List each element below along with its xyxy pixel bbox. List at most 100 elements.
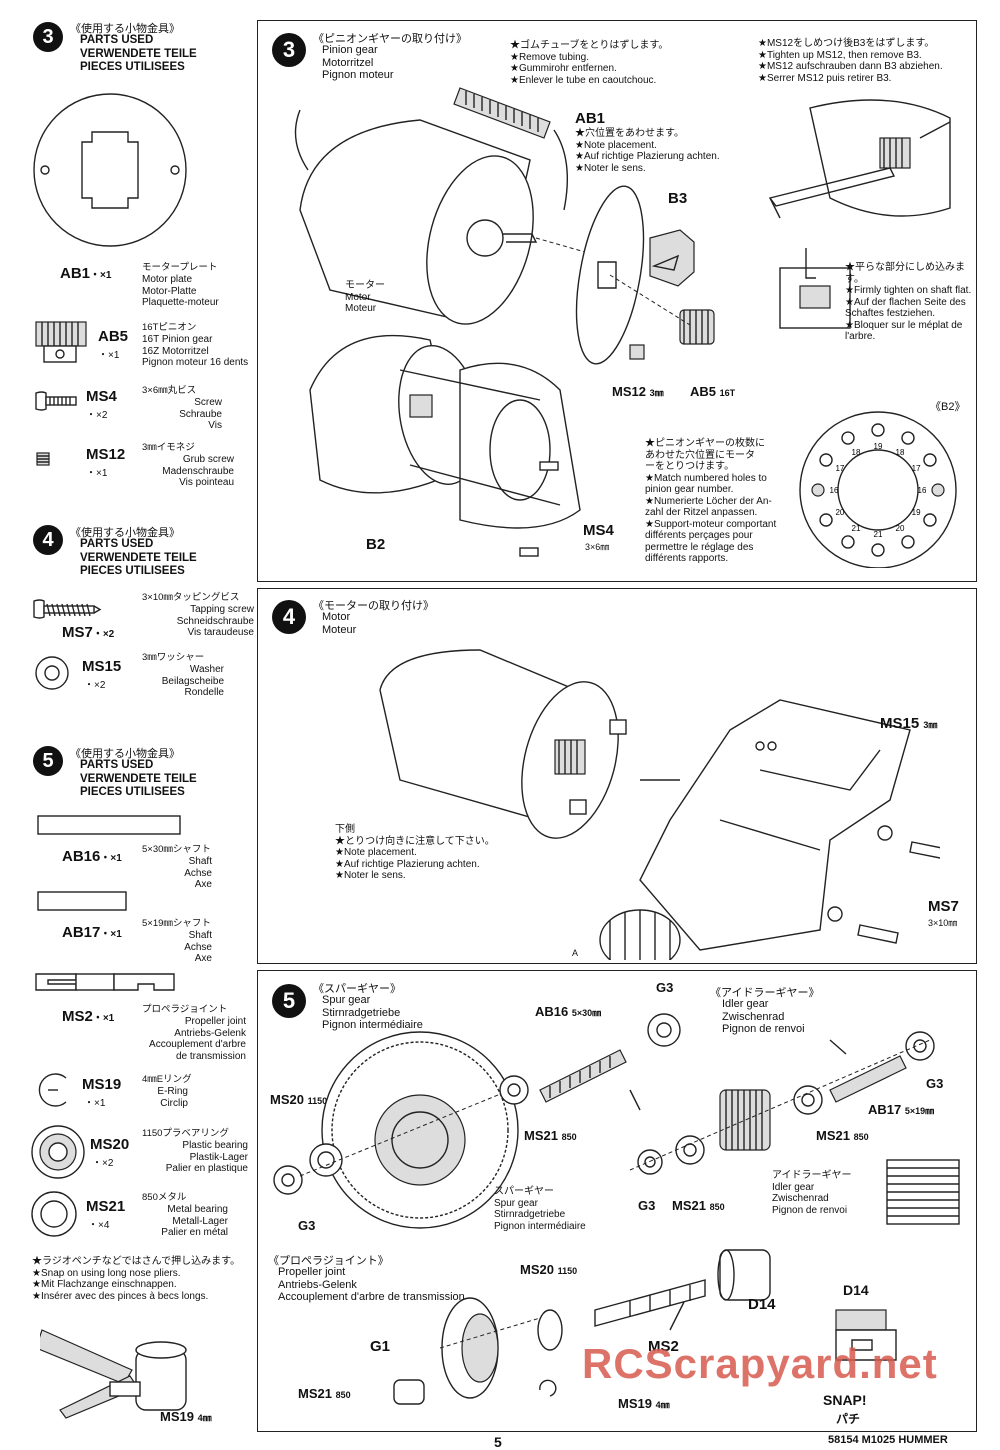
part-code-ms4: MS4 xyxy=(86,388,117,405)
part-jp-ab17: 5×19㎜シャフト xyxy=(142,918,211,929)
part-names-ab5: 16T Pinion gear 16Z Motorritzel Pignon m… xyxy=(142,334,249,368)
d14-detail-label: D14 xyxy=(843,1282,869,1298)
b2-hole-number: 19 xyxy=(874,442,883,451)
b2-hole-number: 20 xyxy=(896,524,905,533)
parts-used-header: PARTS USED VERWENDETE TEILE PIECES UTILI… xyxy=(80,538,197,577)
ab16-label: AB16 5×30㎜ xyxy=(535,1004,602,1019)
part-names-ms21: Metal bearing Metall-Lager Palier en mét… xyxy=(161,1204,228,1238)
spur-idler-illustration xyxy=(273,1013,960,1229)
prop-joint-title: Propeller joint Antriebs-Gelenk Accouple… xyxy=(278,1266,465,1303)
remove-tubing-note: ★ゴムチューブをとりはずします。 ★Remove tubing. ★Gummir… xyxy=(510,40,669,86)
part-code-ms2: MS2・×1 xyxy=(62,1008,115,1025)
idler-gear-center-label: アイドラーギヤー Idler gear Zwischenrad Pignon d… xyxy=(772,1170,852,1216)
part-names-ab16: Shaft Achse Axe xyxy=(184,856,212,890)
part-jp-ab5: 16Tピニオン xyxy=(142,322,197,333)
part-qty-ms19: ・×1 xyxy=(84,1098,106,1109)
b2-hole-number: 16 xyxy=(830,486,839,495)
idler-jp-title: 《アイドラーギヤー》 xyxy=(710,987,820,999)
parts-used-header: PARTS USED VERWENDETE TEILE PIECES UTILI… xyxy=(80,759,197,798)
snap-on-note: ★ラジオペンチなどではさんで押し込みます。 ★Snap on using lon… xyxy=(32,1256,241,1302)
box5-title: Spur gear Stirnradgetriebe Pignon interm… xyxy=(322,994,423,1031)
b2-hole xyxy=(923,513,937,527)
motor-plate-drawing xyxy=(33,93,187,247)
part-jp-ms7: 3×10㎜タッピングビス xyxy=(142,592,240,603)
shaft-19mm-drawing xyxy=(37,891,127,911)
g3-label-right: G3 xyxy=(926,1076,944,1091)
part-code-ms12: MS12 xyxy=(86,446,126,463)
d14-label: D14 xyxy=(748,1296,776,1313)
g1-label: G1 xyxy=(370,1338,391,1355)
b2-hole-number: 18 xyxy=(852,448,861,457)
numbered-holes-note: ★ピニオンギヤーの枚数に あわせた穴位置にモータ ーをとりつけます。 ★Matc… xyxy=(645,438,777,564)
b2-hole-number: 18 xyxy=(896,448,905,457)
flat-tighten-note: ★平らな部分にしめ込みます。 ★Firmly tighten on shaft … xyxy=(845,262,972,342)
part-code-ms21: MS21 xyxy=(86,1198,126,1215)
ms21-label-center: MS21 850 xyxy=(524,1128,577,1143)
b2-hole-number: 16 xyxy=(918,486,927,495)
part-code-ab1: AB1・×1 xyxy=(60,265,112,282)
b2-hole xyxy=(819,453,833,467)
snap-label: SNAP! xyxy=(823,1392,867,1408)
parts-used-header: PARTS USED VERWENDETE TEILE PIECES UTILI… xyxy=(80,34,197,73)
idler-title: Idler gear Zwischenrad Pignon de renvoi xyxy=(722,998,805,1035)
part-code-ms7: MS7・×2 xyxy=(62,624,115,641)
metal-bearing-icon xyxy=(31,1191,77,1237)
part-names-ms7: Tapping screw Schneidschraube Vis taraud… xyxy=(176,604,254,638)
pinion-assembly-illustration xyxy=(294,87,715,557)
g3-label-top: G3 xyxy=(656,980,674,995)
ms4-label: MS4 xyxy=(583,522,614,539)
part-qty-ms4: ・×2 xyxy=(86,410,108,421)
d14-snap-detail xyxy=(835,1309,897,1361)
part-code-ms15: MS15 xyxy=(82,658,122,675)
watermark: RCScrapyard.net xyxy=(582,1340,938,1387)
parts-used-jp: 《使用する小物金具》 xyxy=(70,23,180,35)
box4-title: Motor Moteur xyxy=(322,611,357,636)
pliers-illustration xyxy=(40,1329,187,1419)
ab17-label: AB17 5×19㎜ xyxy=(868,1102,935,1117)
part-jp-ms19: 4㎜Eリング xyxy=(142,1074,192,1085)
ms7-label: MS7 xyxy=(928,898,959,915)
tapping-screw-icon xyxy=(33,599,102,619)
page-number: 5 xyxy=(494,1434,502,1450)
part-code-ab5: AB5 xyxy=(98,328,129,345)
b2-hole-number: 17 xyxy=(912,464,921,473)
box3-jp-title: 《ピニオンギヤーの取り付け》 xyxy=(313,33,467,45)
part-jp-ms15: 3㎜ワッシャー xyxy=(142,652,205,663)
b2-hole-number: 17 xyxy=(835,464,844,473)
part-qty-ms15: ・×2 xyxy=(84,680,106,691)
part-names-ab17: Shaft Achse Axe xyxy=(184,930,212,964)
b2-hole-number: 19 xyxy=(912,508,921,517)
part-jp-ms4: 3×6㎜丸ビス xyxy=(142,385,197,396)
ms2-label: MS2 xyxy=(648,1338,679,1355)
ab1-label: AB1 xyxy=(575,110,606,127)
b2-hole-number: 21 xyxy=(874,530,883,539)
b2-hole xyxy=(871,543,885,557)
part-names-ms4: Screw Schraube Vis xyxy=(179,397,222,431)
b2-hole xyxy=(871,423,885,437)
part-jp-ab1: モータープレート xyxy=(142,262,218,273)
part-jp-ms12: 3㎜イモネジ xyxy=(142,442,195,453)
g3-label-lower: G3 xyxy=(638,1198,656,1213)
b3-label: B3 xyxy=(668,190,688,207)
part-qty-ab5: ・×1 xyxy=(98,350,120,361)
flat-shaft-detail xyxy=(779,248,851,329)
part-names-ms15: Washer Beilagscheibe Rondelle xyxy=(161,664,224,698)
b2-hole-number: 20 xyxy=(835,508,844,517)
motor-mount-illustration xyxy=(379,649,940,960)
ab5-label: AB5 16T xyxy=(690,384,736,399)
propeller-joint-illustration xyxy=(393,1249,771,1405)
part-names-ms12: Grub screw Madenschraube Vis pointeau xyxy=(162,454,234,488)
part-code-ms20: MS20 xyxy=(90,1136,130,1153)
screw-icon xyxy=(35,391,77,411)
shaft-30mm-drawing xyxy=(37,815,181,835)
ms21-label-prop: MS21 850 xyxy=(298,1386,351,1401)
part-qty-ms12: ・×1 xyxy=(86,468,108,479)
pinion-gear-icon xyxy=(35,321,87,363)
ms7-size: 3×10㎜ xyxy=(928,918,958,928)
hex-wrench-illustration xyxy=(768,99,951,219)
ms20-label-left: MS20 1150 xyxy=(270,1092,328,1107)
washer-icon xyxy=(35,656,69,690)
g3-label-left: G3 xyxy=(298,1218,316,1233)
b2-hole xyxy=(931,483,945,497)
part-qty-ms20: ・×2 xyxy=(92,1158,114,1169)
